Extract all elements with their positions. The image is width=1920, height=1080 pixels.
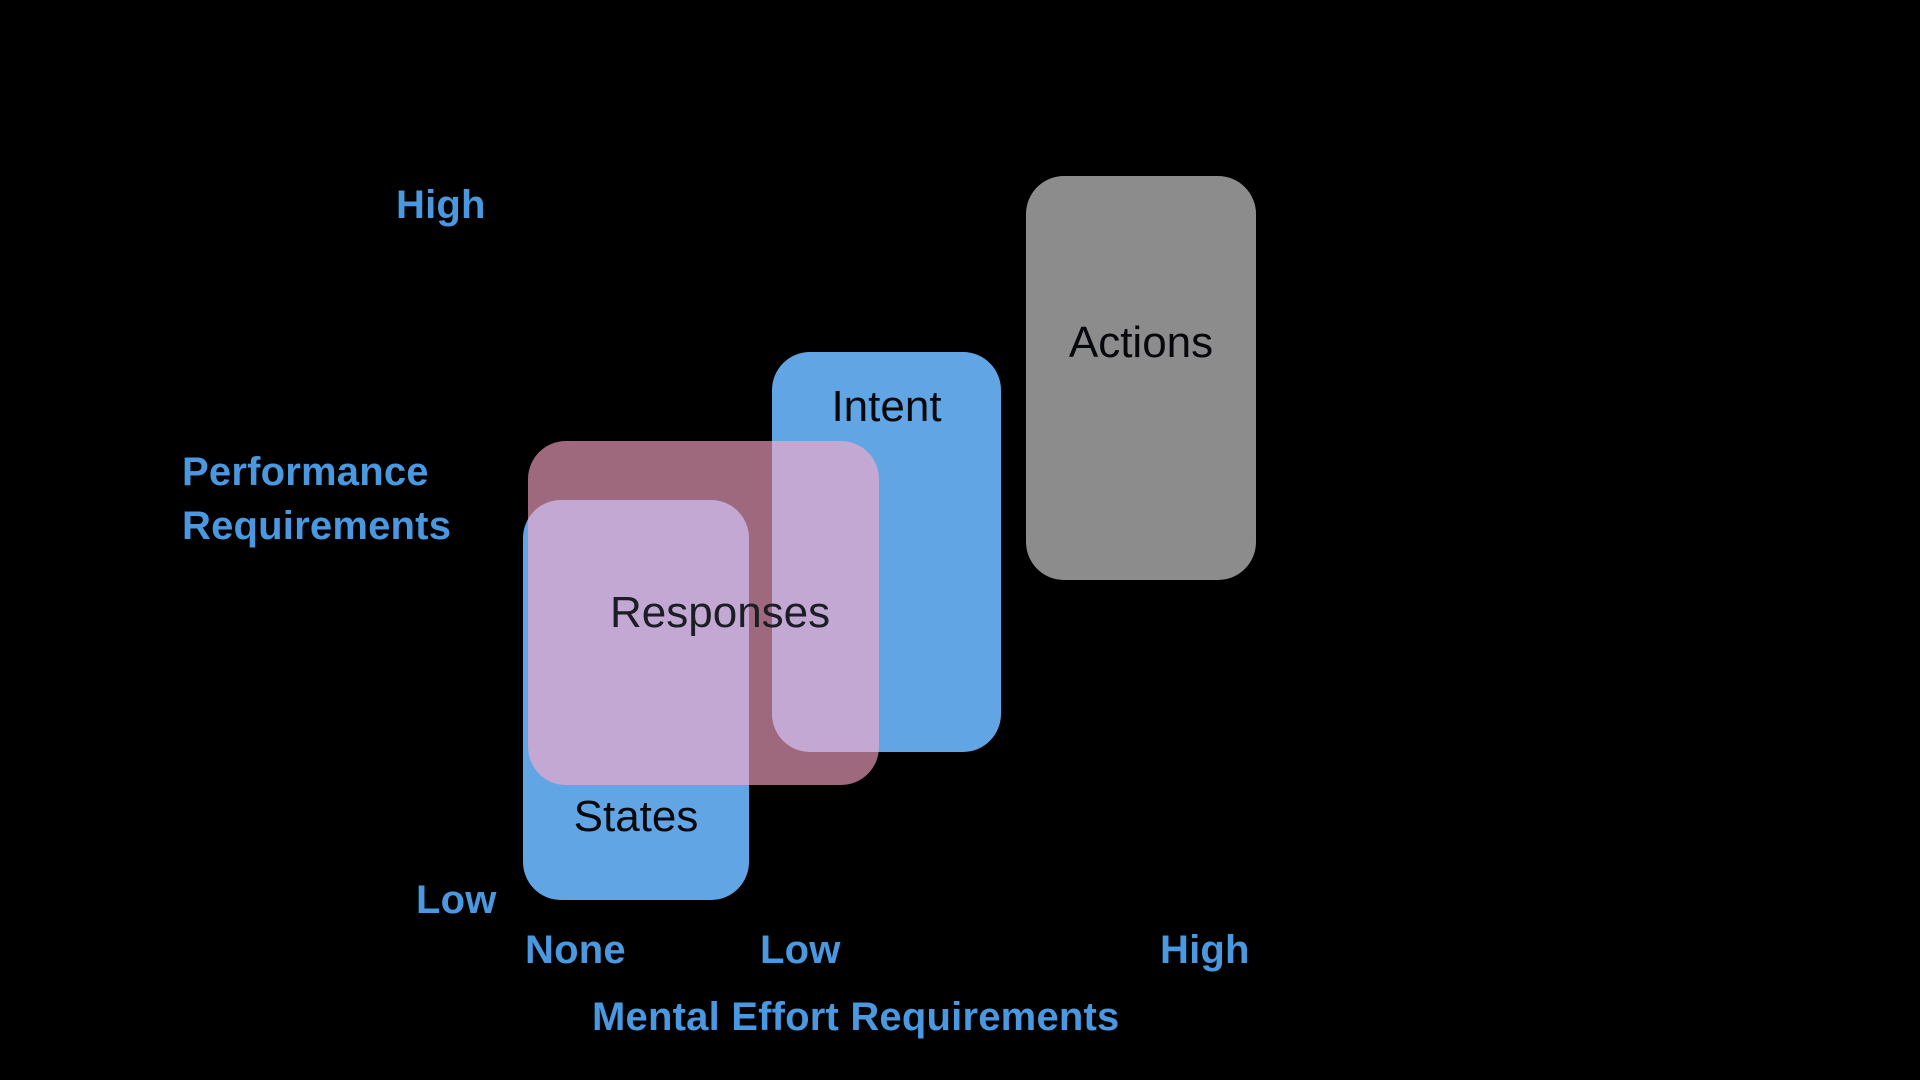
y-axis-title-line2: Requirements [182, 504, 452, 548]
region-actions-label: Actions [1068, 318, 1214, 367]
x-axis-tick-none: None [525, 928, 626, 972]
y-axis-title-line1: Performance [182, 450, 429, 494]
y-axis-title: Performance Requirements [182, 445, 482, 553]
region-intent-label: Intent [831, 382, 942, 431]
y-axis-tick-high: High [396, 183, 486, 227]
region-states-label: States [573, 792, 699, 841]
region-actions: Actions [1026, 176, 1256, 580]
region-responses-label: Responses [610, 588, 831, 637]
x-axis-tick-low: Low [760, 928, 841, 972]
region-responses: Responses [528, 441, 879, 785]
x-axis-tick-high: High [1160, 928, 1250, 972]
x-axis-title: Mental Effort Requirements [592, 995, 1120, 1039]
y-axis-tick-low: Low [416, 878, 497, 922]
